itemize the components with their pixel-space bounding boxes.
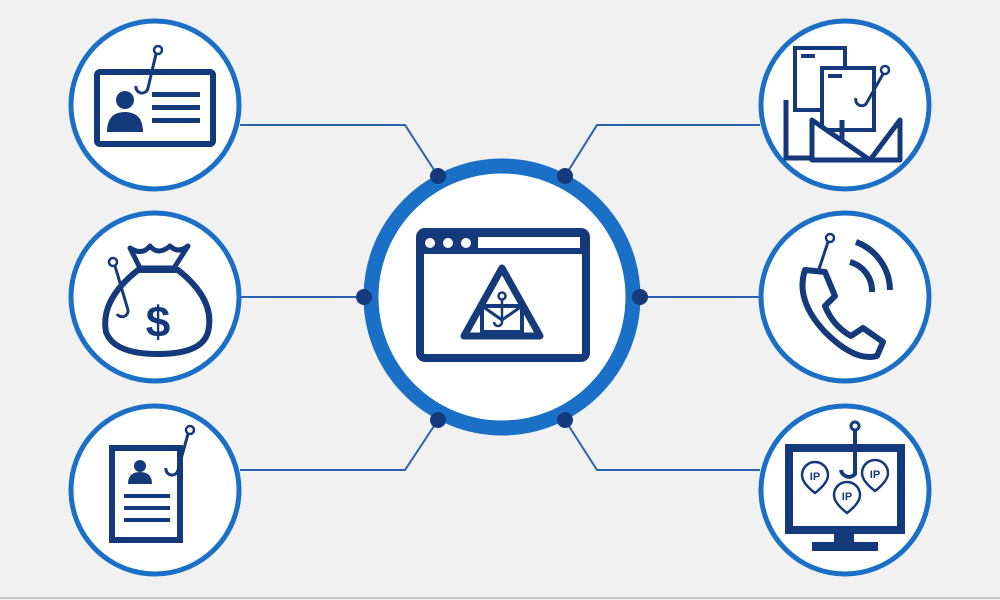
node-resume [68,403,242,577]
node-email-documents [758,18,932,192]
id-card-hook-icon [94,44,216,147]
connector-bottom-right [564,419,760,471]
resume-hook-icon [109,424,196,543]
money-bag-hook-icon: $ [102,243,213,358]
svg-text:IP: IP [870,469,880,481]
svg-text:$: $ [146,298,170,347]
browser-phishing-warning-icon [416,228,590,362]
connector-top-right [564,124,760,177]
node-id-card [68,18,242,192]
ip-pin: IP [800,460,830,495]
email-documents-hook-icon [783,46,903,163]
ip-pin: IP [860,458,890,493]
node-phone [758,210,932,384]
node-money-bag: $ [68,210,242,384]
phone-hook-icon [799,232,893,360]
center-node [356,158,648,436]
svg-text:IP: IP [810,471,820,483]
node-monitor-ip: IP IP IP [758,403,932,577]
connector-bottom-left [240,419,439,471]
ip-pin: IP [832,480,862,515]
connector-top-left [240,124,439,177]
monitor-ip-hook-icon: IP IP IP [785,420,905,551]
svg-text:IP: IP [842,491,852,503]
connectors [240,124,760,471]
